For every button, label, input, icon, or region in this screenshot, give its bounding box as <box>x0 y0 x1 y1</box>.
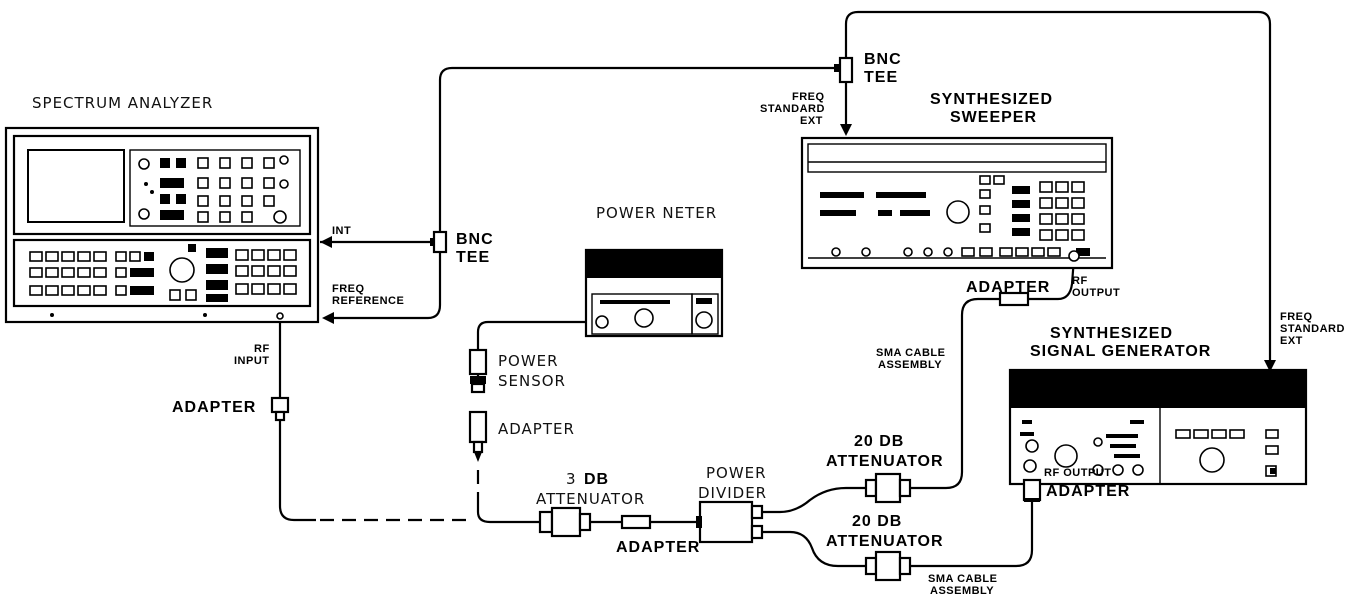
power-sensor-label-2: SENSOR <box>498 372 566 390</box>
sma-cable-top-label-1: SMA CABLE <box>876 347 945 359</box>
sma-cable-bottom-label-1: SMA CABLE <box>928 573 997 585</box>
bnc-tee-left <box>430 230 448 254</box>
freq-std-ext-top-label-3: EXT <box>800 115 823 127</box>
int-arrow <box>320 236 332 248</box>
synthesized-signal-generator <box>1008 368 1308 486</box>
power-meter <box>584 248 724 338</box>
synthesized-signal-generator-label-2: SIGNAL GENERATOR <box>1030 343 1211 360</box>
rf-output-sweeper-label-1: RF <box>1072 275 1088 287</box>
adapter-sweeper <box>998 250 1080 307</box>
adapter-mid <box>468 410 488 462</box>
sweeper-freq-std-arrow <box>840 124 852 136</box>
power-sensor <box>468 348 488 394</box>
rf-input-label-1: RF <box>254 343 270 355</box>
adapter-left <box>270 396 290 422</box>
attenuator-3db <box>538 506 592 538</box>
synthesized-sweeper-label-1: SYNTHESIZED <box>930 91 1053 108</box>
bnc-tee-left-label-2: TEE <box>456 249 490 266</box>
adapter-bottom <box>620 514 652 530</box>
int-label: INT <box>332 225 351 237</box>
attenuator-20db-bottom <box>864 550 912 582</box>
bnc-tee-top <box>834 56 854 84</box>
adapter-siggen <box>1022 459 1042 502</box>
rf-output-siggen-label: RF OUTPUT <box>1044 467 1111 479</box>
power-divider-label-1: POWER <box>706 464 767 482</box>
adapter-mid-label: ADAPTER <box>498 420 575 438</box>
sma-cable-top-label-2: ASSEMBLY <box>878 359 942 371</box>
arrows <box>320 124 1276 372</box>
bnc-tee-top-label-2: TEE <box>864 69 898 86</box>
power-meter-label: POWER NETER <box>596 204 717 222</box>
siggen-freq-std-arrow <box>1264 360 1276 372</box>
cables <box>278 10 1272 568</box>
sma-cable-bottom-label-2: ASSEMBLY <box>930 585 994 597</box>
bnc-tee-left-label-1: BNC <box>456 231 494 248</box>
freq-std-ext-top-label-2: STANDARD <box>760 103 825 115</box>
power-divider-label-2: DIVIDER <box>698 484 767 502</box>
adapter-bottom-label: ADAPTER <box>616 539 700 556</box>
attenuator-20db-bottom-label-2: ATTENUATOR <box>826 533 944 550</box>
attenuator-3db-label-1b: DB <box>584 471 609 488</box>
rf-input-label-2: INPUT <box>234 355 270 367</box>
attenuator-20db-top-label-1: 20 DB <box>854 433 904 450</box>
freq-reference-label-1: FREQ <box>332 283 365 295</box>
freq-std-ext-top-label-1: FREQ <box>792 91 825 103</box>
rf-output-sweeper-label-2: OUTPUT <box>1072 287 1120 299</box>
synthesized-signal-generator-label-1: SYNTHESIZED <box>1050 325 1173 342</box>
freq-std-ext-right-label-1: FREQ <box>1280 311 1313 323</box>
freq-reference-label-2: REFERENCE <box>332 295 404 307</box>
freq-std-ext-right-label-2: STANDARD <box>1280 323 1345 335</box>
spectrum-analyzer-label: SPECTRUM ANALYZER <box>32 94 213 112</box>
adapter-siggen-label: ADAPTER <box>1046 483 1130 500</box>
freq-reference-arrow <box>322 312 334 324</box>
attenuator-3db-label-1a: 3 <box>566 470 577 488</box>
adapter-left-label: ADAPTER <box>172 399 256 416</box>
spectrum-analyzer <box>4 126 320 324</box>
freq-std-ext-right-label-3: EXT <box>1280 335 1303 347</box>
synthesized-sweeper-label-2: SWEEPER <box>950 109 1037 126</box>
attenuator-3db-label-2: ATTENUATOR <box>536 490 645 508</box>
power-sensor-label-1: POWER <box>498 352 559 370</box>
attenuator-20db-top <box>864 472 912 504</box>
attenuator-20db-bottom-label-1: 20 DB <box>852 513 902 530</box>
adapter-sweeper-label: ADAPTER <box>966 279 1050 296</box>
attenuator-20db-top-label-2: ATTENUATOR <box>826 453 944 470</box>
synthesized-sweeper <box>800 136 1114 270</box>
bnc-tee-top-label-1: BNC <box>864 51 902 68</box>
power-divider <box>696 500 764 544</box>
